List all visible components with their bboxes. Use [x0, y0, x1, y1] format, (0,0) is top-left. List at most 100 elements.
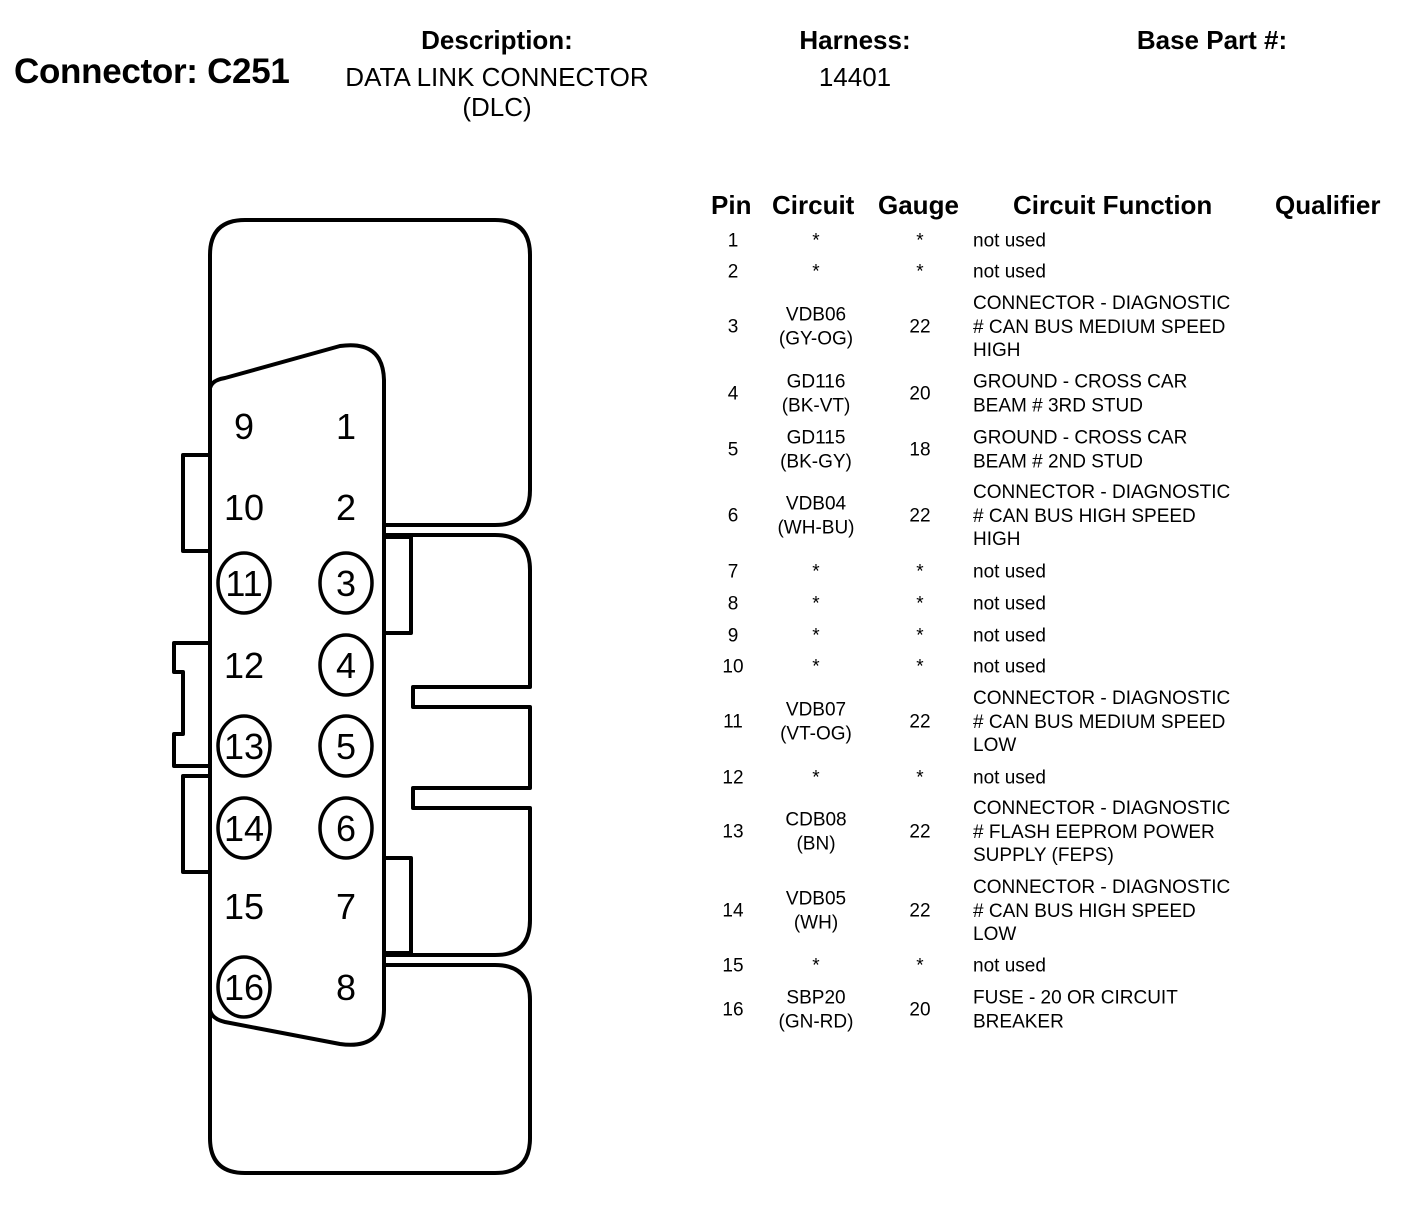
circuit-id: SBP20(GN-RD): [761, 987, 871, 1034]
circuit-function-line: LOW: [973, 734, 1017, 756]
column-header-function: Circuit Function: [1013, 190, 1213, 220]
circuit-id-line: *: [812, 656, 820, 678]
circuit-id-line: (WH-BU): [777, 517, 855, 538]
circuit-function-line: CONNECTOR - DIAGNOSTIC: [973, 687, 1231, 709]
circuit-function-line: not used: [973, 230, 1046, 252]
circuit-function-line: # CAN BUS MEDIUM SPEED: [973, 711, 1226, 733]
table-row: 2 * * not used: [0, 260, 1046, 284]
circuit-function: CONNECTOR - DIAGNOSTIC# CAN BUS MEDIUM S…: [973, 687, 1230, 758]
circuit-function-line: CONNECTOR - DIAGNOSTIC: [973, 292, 1231, 314]
circuit-function-line: BREAKER: [973, 1011, 1064, 1032]
pin-number: 14: [722, 900, 744, 922]
wire-gauge: *: [916, 561, 924, 583]
circuit-id-line: SBP20: [786, 987, 846, 1009]
wire-gauge: 20: [909, 999, 931, 1021]
shell-top: [208, 218, 532, 527]
circuit-id: *: [761, 560, 871, 584]
circuit-function-line: # CAN BUS HIGH SPEED: [973, 900, 1196, 922]
circuit-function: not used: [973, 229, 1046, 253]
table-row: 9**not used: [0, 624, 1046, 648]
circuit-id-line: (BN): [796, 833, 836, 854]
circuit-id: *: [761, 954, 871, 978]
pin-number: 15: [722, 955, 744, 977]
pin-number: 12: [722, 767, 744, 789]
connector-title: Connector: C251: [14, 52, 290, 91]
circuit-function-line: not used: [973, 561, 1046, 583]
circuit-function: CONNECTOR - DIAGNOSTIC# FLASH EEPROM POW…: [973, 797, 1230, 868]
pin-number: 2: [727, 261, 739, 283]
circuit-function-line: LOW: [973, 923, 1017, 945]
pin-label-9: 9: [234, 406, 254, 447]
pin-number: 7: [727, 561, 739, 583]
circuit-id-line: GD115: [786, 427, 846, 449]
harness-label: Harness:: [799, 25, 911, 55]
column-header-circuit: Circuit: [772, 190, 855, 220]
circuit-id: *: [761, 766, 871, 790]
left-key-lower: [181, 774, 210, 874]
circuit-function: not used: [973, 260, 1046, 284]
description-line: DATA LINK CONNECTOR: [345, 62, 649, 92]
circuit-function: not used: [973, 766, 1046, 790]
circuit-id-line: (VT-OG): [780, 723, 852, 744]
circuit-function-line: not used: [973, 656, 1046, 678]
pin-number: 1: [727, 230, 739, 252]
wire-gauge: 20: [909, 383, 931, 405]
description-line: (DLC): [462, 92, 532, 122]
circuit-function-line: # FLASH EEPROM POWER: [973, 821, 1215, 843]
shell-bottom: [208, 963, 532, 1175]
pin-label-16: 16: [224, 967, 264, 1008]
pin-circle-5: [318, 714, 374, 778]
pin-number: 5: [727, 439, 739, 461]
circuit-function-line: not used: [973, 261, 1046, 283]
description-value: DATA LINK CONNECTOR (DLC): [332, 62, 662, 122]
wire-gauge: *: [916, 656, 924, 678]
pin-circle-13: [216, 714, 272, 778]
circuit-id-line: (BK-GY): [780, 451, 852, 472]
column-header-gauge: Gauge: [878, 190, 959, 220]
circuit-id: GD115(BK-GY): [761, 427, 871, 474]
pin-face: [208, 343, 386, 1047]
circuit-id: *: [761, 592, 871, 616]
circuit-function: not used: [973, 592, 1046, 616]
circuit-id-line: *: [812, 261, 820, 283]
circuit-id-line: (WH): [793, 912, 839, 933]
circuit-id: GD116(BK-VT): [761, 371, 871, 418]
pin-number: 6: [727, 505, 739, 527]
pin-circle-6: [318, 796, 374, 860]
pin-number: 11: [723, 711, 743, 733]
wire-gauge: *: [916, 261, 924, 283]
table-row: 7 * * not used: [0, 560, 1046, 584]
circuit-function-line: CONNECTOR - DIAGNOSTIC: [973, 797, 1231, 819]
pin-label-3: 3: [336, 563, 356, 604]
circuit-function: CONNECTOR - DIAGNOSTIC# CAN BUS HIGH SPE…: [973, 876, 1230, 947]
circuit-function-line: FUSE - 20 OR CIRCUIT: [973, 987, 1178, 1009]
pin-number: 4: [727, 383, 739, 405]
circuit-function: not used: [973, 954, 1046, 978]
circuit-id: *: [761, 260, 871, 284]
circuit-function-line: # CAN BUS HIGH SPEED: [973, 505, 1196, 527]
circuit-function-line: not used: [973, 767, 1046, 789]
pin-label-8: 8: [336, 967, 356, 1008]
pin-label-11: 11: [225, 563, 262, 604]
table-row: 15**not used: [0, 954, 1045, 978]
circuit-id-line: *: [812, 767, 820, 789]
circuit-function: not used: [973, 655, 1046, 679]
pin-label-6: 6: [336, 808, 356, 849]
wire-gauge: 22: [909, 711, 931, 733]
circuit-id: *: [761, 229, 871, 253]
pin-number: 3: [727, 316, 739, 338]
base-part-label: Base Part #:: [1136, 25, 1288, 55]
circuit-function-line: BEAM # 2ND STUD: [973, 451, 1143, 472]
circuit-id-line: (GN-RD): [778, 1011, 854, 1032]
wire-gauge: 22: [909, 900, 931, 922]
circuit-id: VDB05(WH): [761, 888, 871, 935]
circuit-id: *: [761, 624, 871, 648]
circuit-function-line: HIGH: [973, 339, 1021, 361]
